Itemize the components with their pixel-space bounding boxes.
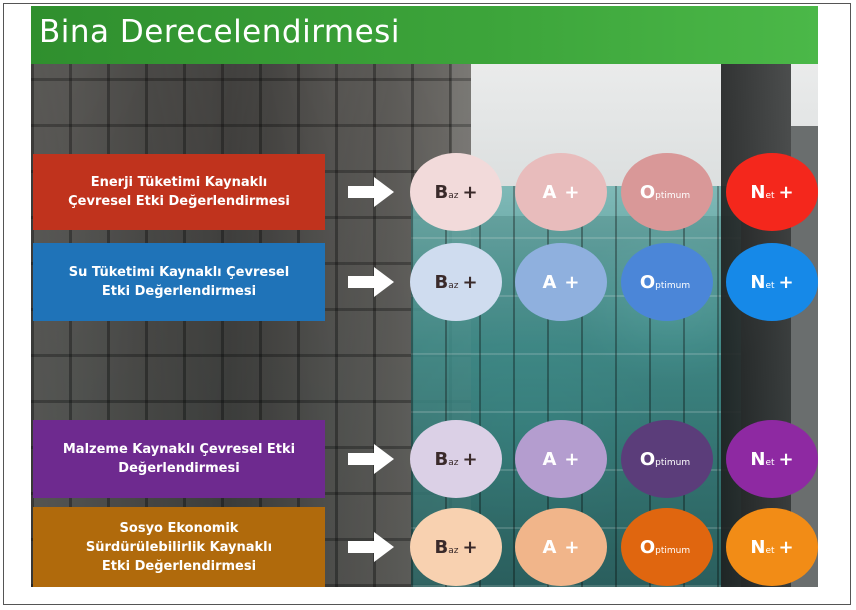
level-plus: +	[564, 536, 580, 558]
category-label-box: Enerji Tüketimi Kaynaklı Çevresel Etki D…	[33, 154, 325, 230]
rating-level-circle: A+	[515, 153, 607, 231]
level-subscript: az	[448, 281, 459, 291]
level-letter: A	[542, 536, 557, 558]
level-letter: B	[434, 536, 449, 558]
rating-level-circle: A+	[515, 508, 607, 586]
category-label-box: Su Tüketimi Kaynaklı Çevresel Etki Değer…	[33, 243, 325, 321]
right-arrow-icon	[348, 177, 394, 207]
level-plus: +	[462, 448, 478, 470]
right-arrow-icon	[348, 267, 394, 297]
level-letter: B	[434, 271, 449, 293]
level-subscript: et	[765, 546, 775, 556]
level-plus: +	[564, 271, 580, 293]
level-plus: +	[564, 448, 580, 470]
level-letter: O	[639, 536, 656, 558]
right-arrow-icon	[348, 532, 394, 562]
level-letter: A	[542, 181, 557, 203]
level-letter: O	[639, 271, 656, 293]
level-plus: +	[462, 271, 478, 293]
level-plus: +	[778, 536, 794, 558]
right-arrow-icon	[348, 444, 394, 474]
level-plus: +	[778, 271, 794, 293]
rating-level-circle: A+	[515, 420, 607, 498]
title-bar: Bina Derecelendirmesi	[31, 6, 818, 64]
slide-title: Bina Derecelendirmesi	[39, 14, 400, 50]
rating-level-circle: A+	[515, 243, 607, 321]
level-subscript: et	[765, 458, 775, 468]
level-subscript: az	[448, 546, 459, 556]
category-label-box: Malzeme Kaynaklı Çevresel Etki Değerlend…	[33, 420, 325, 498]
category-label-box: Sosyo Ekonomik Sürdürülebilirlik Kaynakl…	[33, 507, 325, 587]
level-letter: N	[750, 181, 766, 203]
level-letter: B	[434, 181, 449, 203]
level-subscript: ptimum	[655, 281, 691, 291]
level-subscript: ptimum	[655, 546, 691, 556]
level-letter: N	[750, 271, 766, 293]
level-letter: N	[750, 448, 766, 470]
level-plus: +	[462, 536, 478, 558]
level-plus: +	[564, 181, 580, 203]
level-letter: N	[750, 536, 766, 558]
level-letter: O	[639, 448, 656, 470]
level-subscript: az	[448, 458, 459, 468]
level-plus: +	[778, 181, 794, 203]
level-letter: O	[639, 181, 656, 203]
level-subscript: ptimum	[655, 191, 691, 201]
level-letter: A	[542, 448, 557, 470]
level-subscript: ptimum	[655, 458, 691, 468]
level-letter: A	[542, 271, 557, 293]
level-plus: +	[778, 448, 794, 470]
level-letter: B	[434, 448, 449, 470]
level-plus: +	[462, 181, 478, 203]
level-subscript: et	[765, 191, 775, 201]
level-subscript: az	[448, 191, 459, 201]
level-subscript: et	[765, 281, 775, 291]
